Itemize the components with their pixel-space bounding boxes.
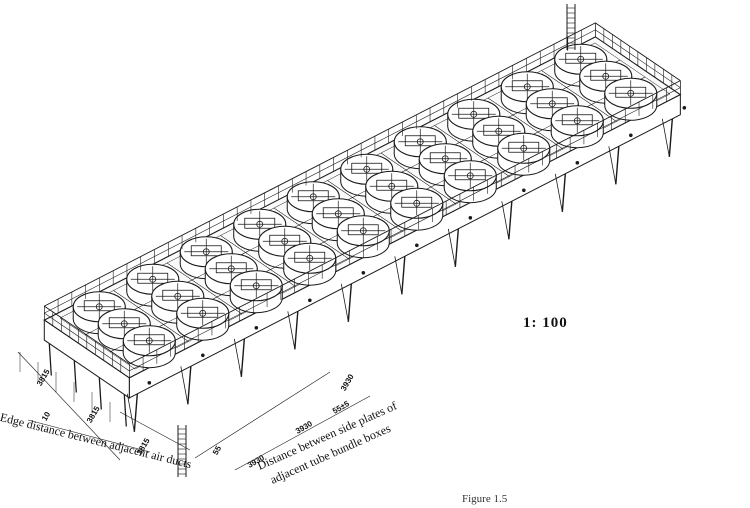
fan-hub bbox=[520, 144, 528, 152]
leg-brace bbox=[501, 201, 510, 240]
bolt-hole bbox=[682, 105, 687, 110]
fan-hub bbox=[145, 337, 153, 345]
figure-caption: Figure 1.5 bbox=[462, 493, 508, 505]
fan-hub bbox=[466, 172, 474, 180]
fan-hub bbox=[227, 265, 235, 273]
leg-brace bbox=[126, 393, 135, 432]
dimension-line bbox=[194, 371, 331, 459]
leg-brace bbox=[340, 283, 349, 322]
fan-hub bbox=[441, 155, 449, 163]
bolt-hole bbox=[308, 298, 312, 303]
fan-hub bbox=[495, 127, 503, 135]
fan-hub bbox=[120, 320, 128, 328]
bolt-hole bbox=[468, 215, 473, 220]
bolt-hole bbox=[361, 270, 366, 275]
fan-hub bbox=[388, 182, 396, 190]
fan-hub bbox=[573, 117, 581, 125]
fan-hub bbox=[199, 309, 207, 317]
support-leg bbox=[98, 377, 102, 410]
fan-hub bbox=[577, 55, 585, 63]
support-leg bbox=[48, 343, 52, 376]
bolt-hole bbox=[415, 243, 419, 248]
support-leg bbox=[561, 173, 567, 212]
bolt-hole bbox=[629, 133, 633, 138]
fan-hub bbox=[256, 220, 264, 228]
scale-label: 1: 100 bbox=[523, 315, 568, 331]
support-leg bbox=[401, 256, 406, 295]
leg-brace bbox=[608, 146, 617, 185]
leg-brace bbox=[287, 311, 296, 350]
support-leg bbox=[133, 393, 139, 432]
support-leg bbox=[73, 360, 77, 393]
fan-hub bbox=[602, 72, 610, 80]
support-leg bbox=[668, 118, 674, 157]
support-leg bbox=[187, 366, 192, 405]
support-leg bbox=[294, 311, 299, 350]
fan-hub bbox=[470, 110, 478, 118]
dimension-line bbox=[234, 395, 371, 471]
dimension-line bbox=[27, 419, 151, 453]
fan-hub bbox=[363, 165, 371, 173]
dimension-line bbox=[17, 351, 121, 461]
support-leg bbox=[123, 394, 127, 427]
support-leg bbox=[347, 283, 353, 322]
fan-hub bbox=[548, 100, 556, 108]
support-leg bbox=[240, 338, 246, 377]
fan-hub bbox=[174, 292, 182, 300]
bolt-hole bbox=[254, 325, 259, 330]
deck-end-fascia bbox=[43, 319, 130, 399]
fan-hub bbox=[627, 89, 635, 97]
leg-brace bbox=[394, 256, 403, 295]
fan-hub bbox=[416, 138, 424, 146]
leg-brace bbox=[233, 338, 242, 377]
dimension-line bbox=[119, 411, 191, 451]
support-leg bbox=[508, 201, 513, 240]
leg-brace bbox=[447, 228, 456, 267]
leg-brace bbox=[661, 118, 670, 157]
bolt-hole bbox=[522, 188, 526, 193]
fan-hub bbox=[523, 83, 531, 91]
fan-hub bbox=[252, 282, 260, 290]
fan-hub bbox=[149, 275, 157, 283]
bolt-hole bbox=[575, 160, 580, 165]
fan-hub bbox=[413, 199, 421, 207]
fan-hub bbox=[306, 254, 314, 262]
support-leg bbox=[454, 228, 460, 267]
fan-hub bbox=[95, 303, 103, 311]
support-leg bbox=[615, 146, 620, 185]
fan-hub bbox=[202, 248, 210, 256]
fan-hub bbox=[309, 193, 317, 201]
leg-brace bbox=[180, 366, 189, 405]
bolt-hole bbox=[201, 353, 205, 358]
leg-brace bbox=[554, 173, 563, 212]
fan-hub bbox=[359, 227, 367, 235]
fan-hub bbox=[281, 237, 289, 245]
fan-hub bbox=[334, 210, 342, 218]
bolt-hole bbox=[147, 380, 152, 385]
